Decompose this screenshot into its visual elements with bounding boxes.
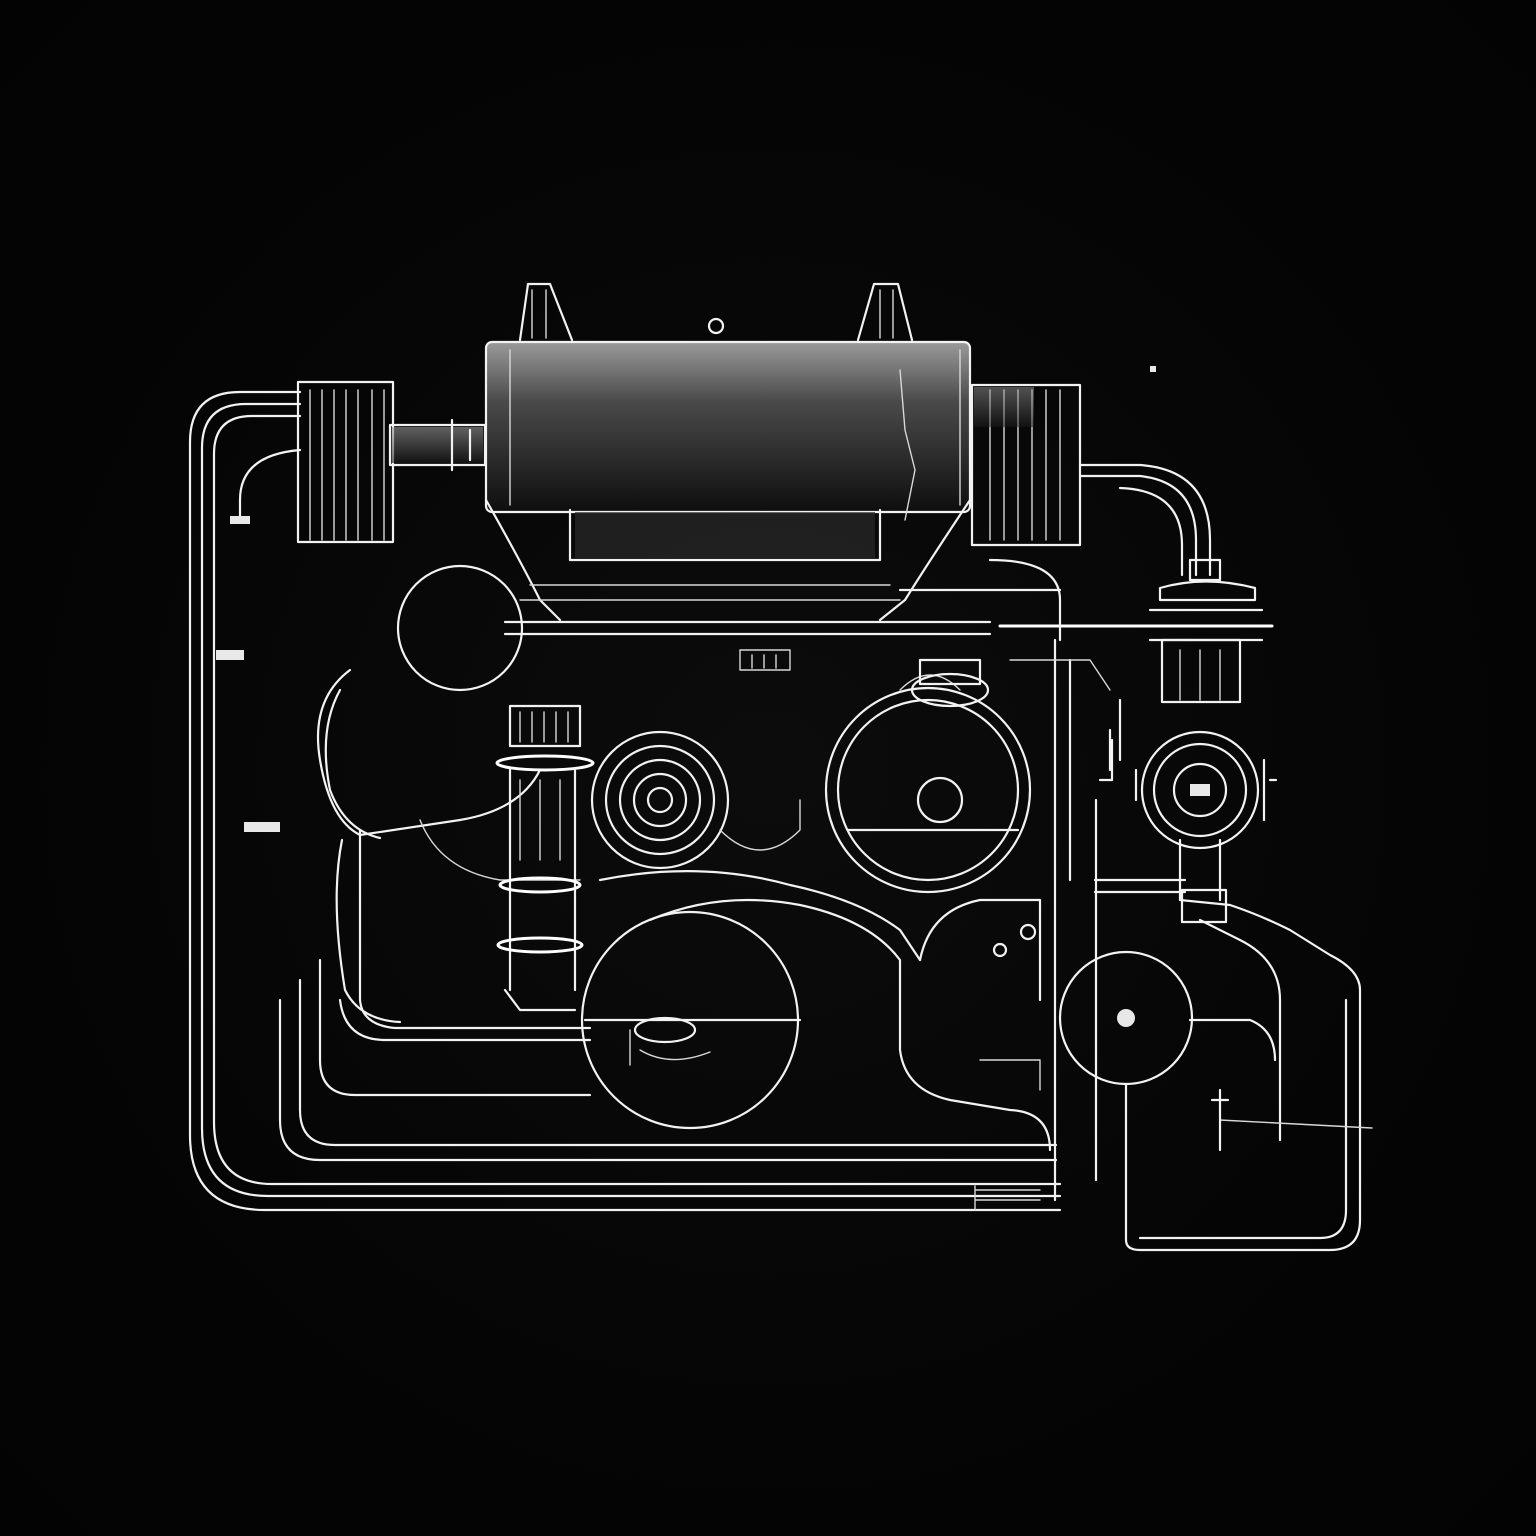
lifting-brackets bbox=[518, 282, 914, 342]
lower-right-drum bbox=[1058, 898, 1373, 1252]
main-tank bbox=[484, 317, 972, 622]
pipe-clamp bbox=[230, 516, 250, 524]
manifold bbox=[503, 558, 1062, 671]
left-block bbox=[316, 564, 581, 1024]
right-intake-stack bbox=[970, 383, 1212, 577]
gauge-wheel bbox=[1108, 698, 1278, 924]
right-frame bbox=[1009, 366, 1230, 1202]
lower-left-wheel bbox=[580, 910, 802, 1130]
pipe-clamp bbox=[244, 822, 280, 832]
belt-casing bbox=[598, 870, 1052, 1152]
stray-marker bbox=[1150, 366, 1156, 372]
outer-pipe-loops bbox=[188, 390, 1062, 1212]
flywheel bbox=[824, 658, 1032, 894]
pipe-clamp bbox=[216, 650, 244, 660]
left-intake-stack bbox=[296, 380, 487, 544]
spiral-pulley bbox=[590, 730, 801, 870]
right-valve-flange bbox=[998, 558, 1274, 704]
spring-column bbox=[495, 704, 595, 1012]
